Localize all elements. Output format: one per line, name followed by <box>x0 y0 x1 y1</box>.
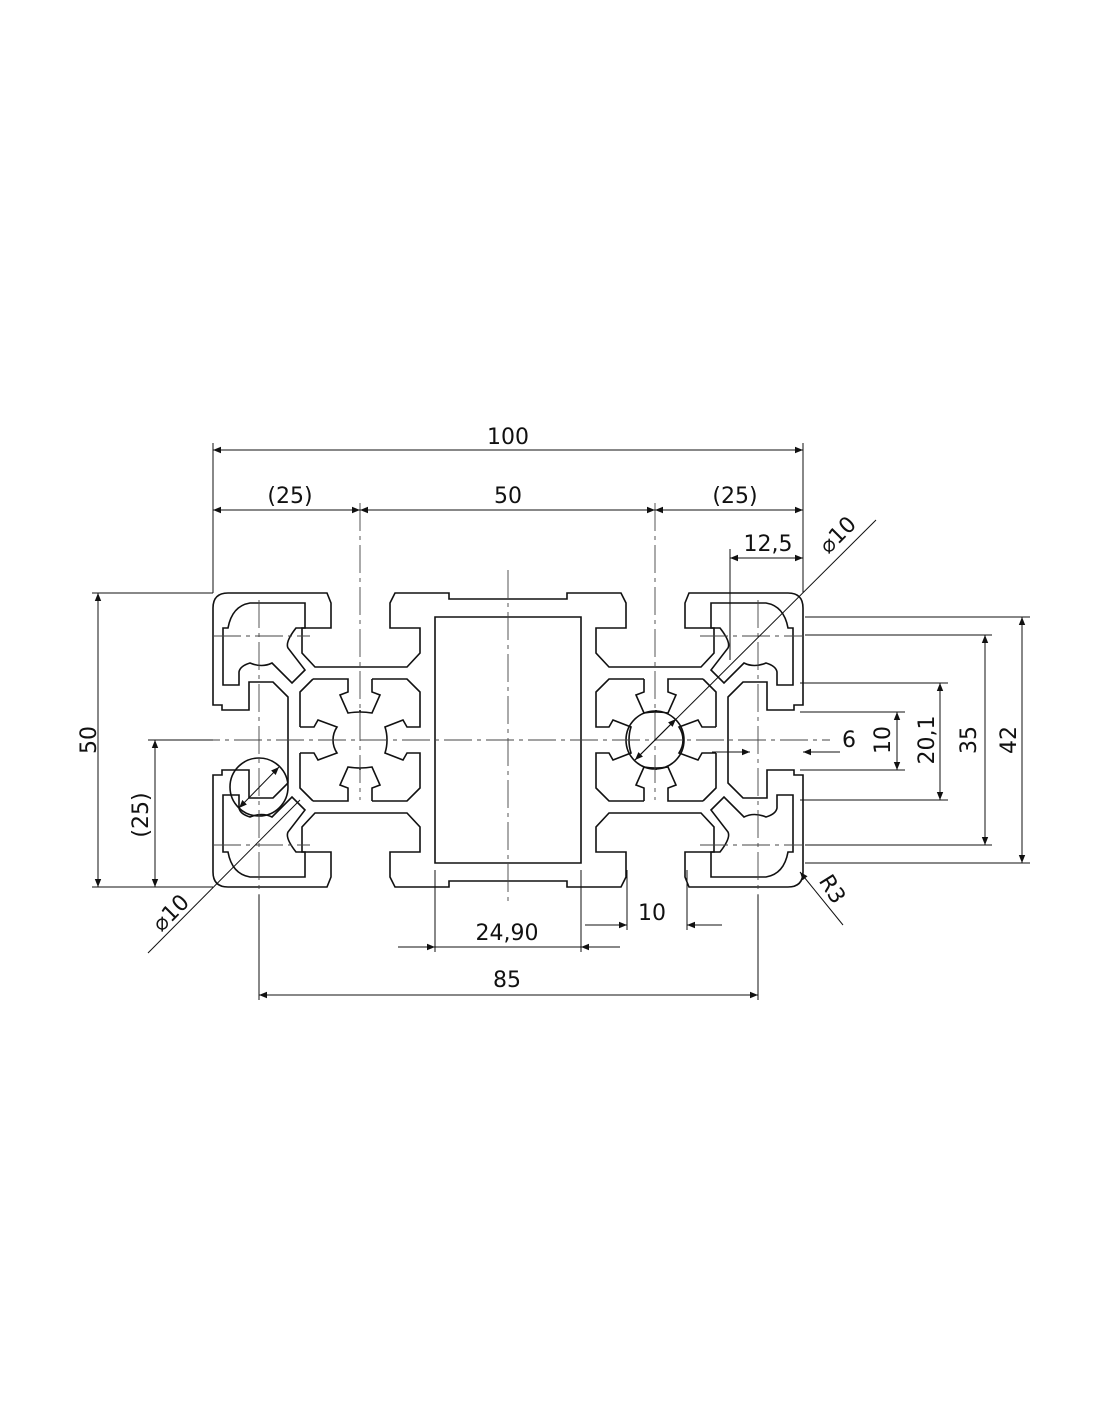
dim-overall-width: 100 <box>487 425 529 450</box>
center-lines <box>150 503 830 1000</box>
dim-bore-spacing: 85 <box>493 968 521 993</box>
dimensions: 100 (25) 50 (25) 12,5 ⌀10 50 (25) ⌀10 6 … <box>77 425 1030 1000</box>
dim-20-1: 20,1 <box>915 716 940 765</box>
dim-cavity-width: 24,90 <box>476 921 539 946</box>
dim-center-pitch: 50 <box>494 484 522 509</box>
dim-corner-radius: R3 <box>813 871 850 909</box>
dim-bore-diameter-bottom: ⌀10 <box>148 890 195 937</box>
dim-slot-depth: 6 <box>842 728 856 753</box>
dim-half-height: (25) <box>129 792 154 837</box>
dim-42: 42 <box>997 726 1022 754</box>
dim-overall-height: 50 <box>77 726 102 754</box>
dim-slot-offset: 12,5 <box>744 532 793 557</box>
dim-slot-width: 10 <box>871 726 896 754</box>
dim-right-pitch: (25) <box>712 484 757 509</box>
dim-slot-gap: 10 <box>638 901 666 926</box>
dim-bore-diameter-top: ⌀10 <box>815 512 862 559</box>
dim-35: 35 <box>957 726 982 754</box>
dim-left-pitch: (25) <box>267 484 312 509</box>
